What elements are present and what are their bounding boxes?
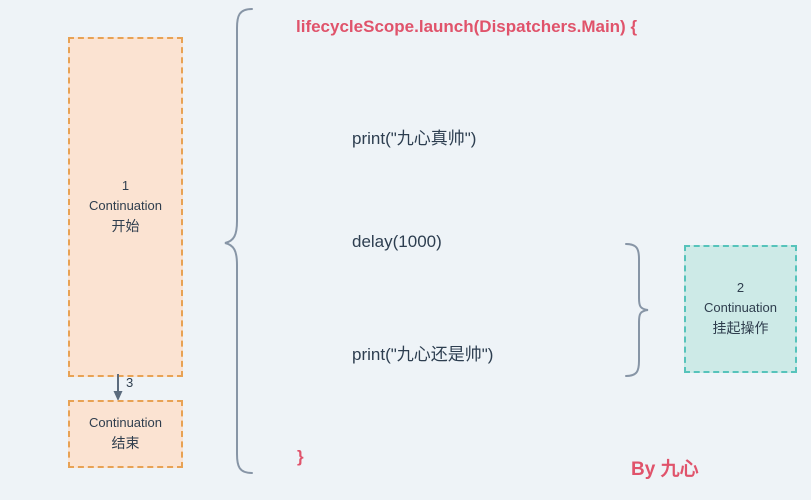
continuation-suspend-number: 2 xyxy=(736,280,745,296)
continuation-suspend-box: 2 Continuation 挂起操作 xyxy=(684,245,797,373)
continuation-start-box: 1 Continuation 开始 xyxy=(68,37,183,377)
flow-arrow-3: 3 xyxy=(96,374,156,402)
continuation-start-subtitle: 开始 xyxy=(111,218,140,235)
right-curly-brace xyxy=(622,240,652,380)
flow-arrow-label: 3 xyxy=(126,375,134,390)
code-line-closing-brace: } xyxy=(297,447,304,466)
continuation-suspend-title: Continuation xyxy=(704,300,777,316)
continuation-start-number: 1 xyxy=(121,178,130,194)
author-signature: By 九心 xyxy=(631,459,699,480)
code-line-launch: lifecycleScope.launch(Dispatchers.Main) … xyxy=(296,17,638,36)
down-arrow-icon xyxy=(113,374,123,401)
code-line-delay: delay(1000) xyxy=(352,232,442,251)
code-line-print-2: print("九心还是帅") xyxy=(352,345,494,364)
continuation-suspend-subtitle: 挂起操作 xyxy=(712,320,769,337)
code-line-print-1: print("九心真帅") xyxy=(352,129,477,148)
continuation-end-subtitle: 结束 xyxy=(111,435,140,452)
continuation-end-box: Continuation 结束 xyxy=(68,400,183,468)
left-curly-brace xyxy=(222,6,256,476)
right-brace-icon xyxy=(625,243,649,377)
left-brace-icon xyxy=(224,8,253,474)
code-block: lifecycleScope.launch(Dispatchers.Main) … xyxy=(296,0,716,500)
continuation-end-title: Continuation xyxy=(89,415,162,431)
continuation-start-title: Continuation xyxy=(89,198,162,214)
